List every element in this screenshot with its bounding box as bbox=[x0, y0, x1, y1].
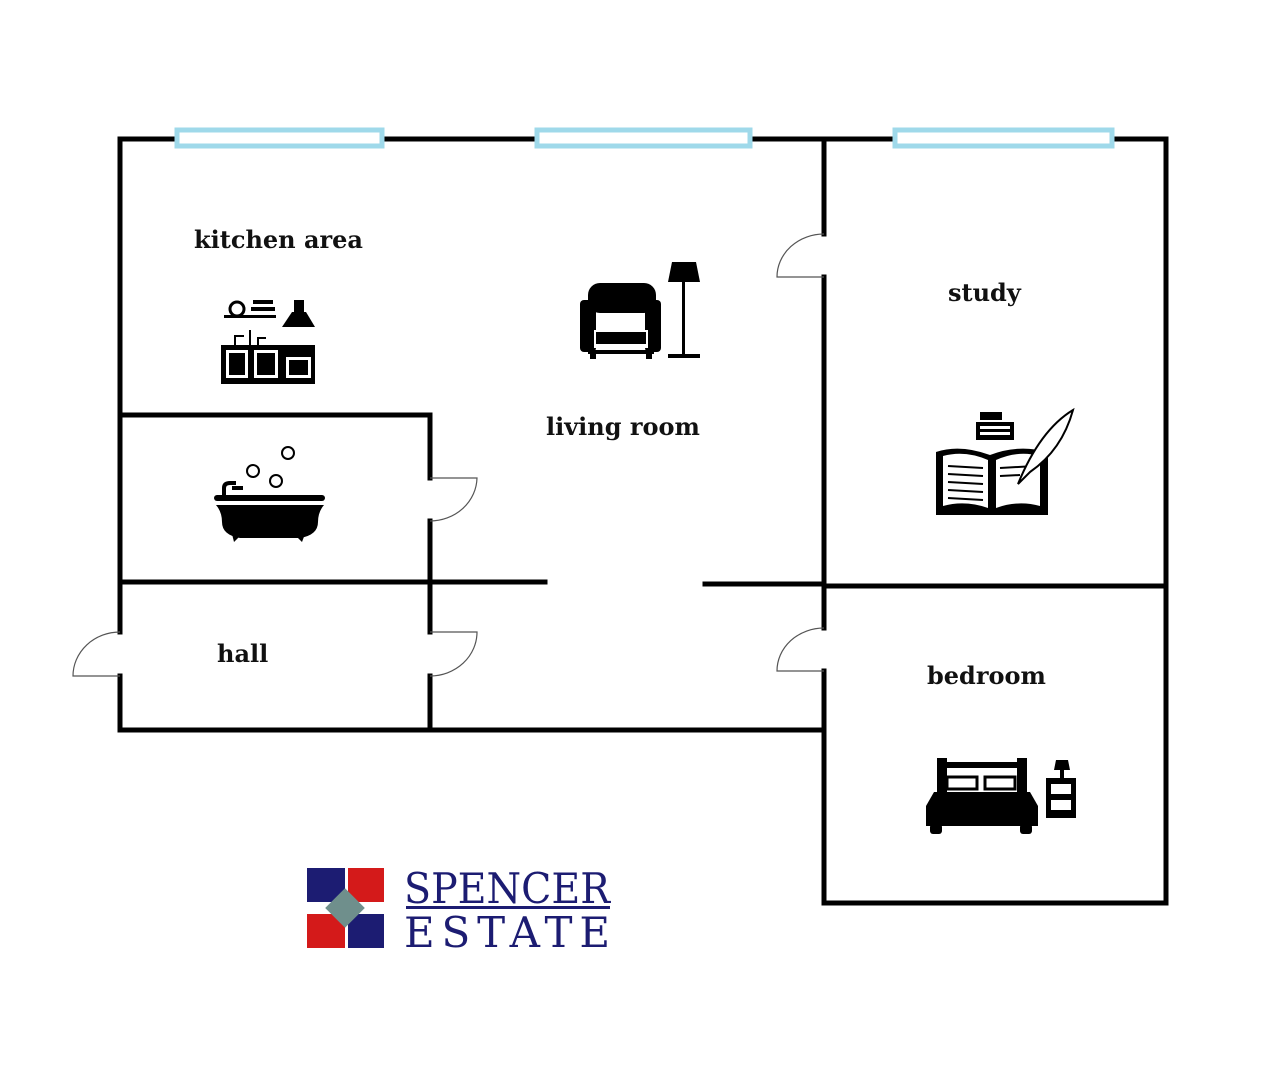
doors bbox=[72, 233, 825, 677]
door-entrance bbox=[72, 631, 121, 677]
windows bbox=[174, 127, 1115, 149]
spencer-estate-logo: SPENCER ESTATE bbox=[307, 864, 611, 957]
window-study bbox=[892, 127, 1115, 149]
window-kitchen bbox=[174, 127, 385, 149]
door-study bbox=[776, 233, 825, 278]
label-study: study bbox=[948, 278, 1022, 307]
label-hall: hall bbox=[217, 639, 268, 668]
label-kitchen-area: kitchen area bbox=[194, 225, 363, 254]
walls bbox=[117, 136, 1169, 906]
window-living bbox=[534, 127, 753, 149]
bed-nightstand-icon bbox=[926, 758, 1076, 834]
logo-text-spencer: SPENCER bbox=[404, 864, 611, 913]
armchair-lamp-icon bbox=[580, 262, 700, 359]
book-quill-icon bbox=[936, 407, 1075, 515]
door-bedroom bbox=[776, 627, 825, 672]
door-bathroom bbox=[429, 477, 478, 522]
label-living-room: living room bbox=[546, 412, 700, 441]
logo-text-estate: ESTATE bbox=[404, 908, 610, 957]
bathtub-icon bbox=[214, 446, 325, 542]
label-bedroom: bedroom bbox=[927, 661, 1046, 690]
kitchen-icon bbox=[221, 300, 315, 384]
door-hall bbox=[429, 631, 478, 677]
